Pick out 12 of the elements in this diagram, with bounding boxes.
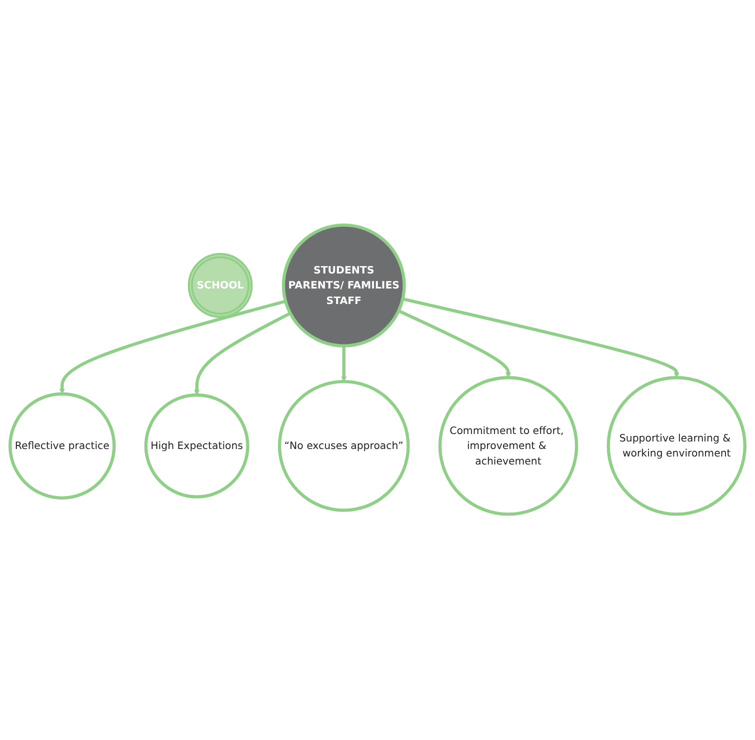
arrow	[194, 312, 291, 396]
arrow	[341, 346, 347, 382]
arrow	[398, 310, 512, 378]
node-circle: “No excuses approach”	[278, 380, 410, 512]
node-circle: Supportive learning & working environment	[606, 376, 746, 516]
node-circle: Commitment to effort, improvement & achievement	[438, 376, 578, 516]
node-circle: High Expectations	[144, 394, 250, 499]
arrow	[59, 300, 286, 394]
node-circle: SCHOOL	[188, 253, 253, 318]
node-circle: STUDENTS PARENTS/ FAMILIES STAFF	[282, 224, 406, 348]
arrow	[402, 298, 680, 378]
node-circle: Reflective practice	[8, 392, 116, 500]
